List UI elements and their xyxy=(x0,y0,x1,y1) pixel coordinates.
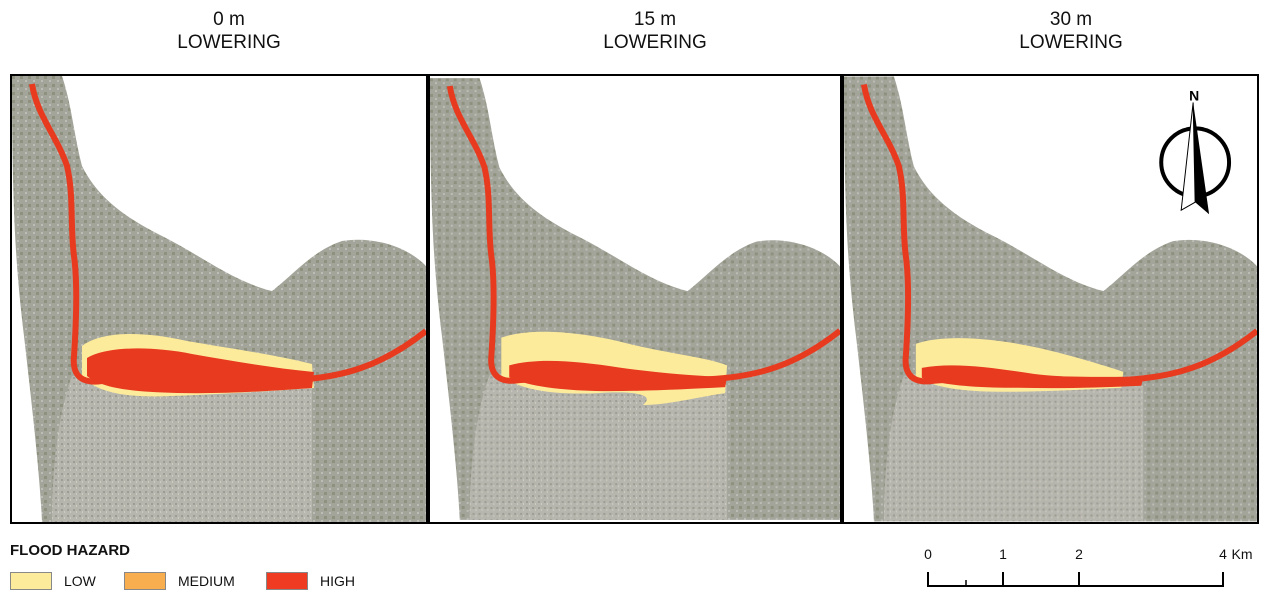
panel-value-1: 15 m xyxy=(633,9,677,30)
panel-title-2: 30 m LOWERING xyxy=(921,8,1221,54)
map-2: N xyxy=(844,76,1257,522)
legend-label-medium: MEDIUM xyxy=(178,573,235,589)
scale-tick-1: 1 xyxy=(999,546,1007,562)
scale-tick-4: 4 xyxy=(1219,546,1227,562)
map-divider-2 xyxy=(840,76,844,522)
legend-swatch-low xyxy=(10,572,52,590)
panel-title-1: 15 m LOWERING xyxy=(505,8,805,54)
scale-bar-line xyxy=(927,572,1224,587)
legend-label-low: LOW xyxy=(64,573,96,589)
map-0 xyxy=(12,76,426,522)
north-arrow-icon: N xyxy=(1159,87,1232,215)
panel-title-0: 0 m LOWERING xyxy=(79,8,379,54)
panel-value-0: 0 m xyxy=(213,9,245,30)
map-1 xyxy=(430,78,840,520)
panel-label-0: LOWERING xyxy=(177,32,281,53)
legend-item-medium: MEDIUM xyxy=(124,571,235,591)
map-panel-1 xyxy=(430,76,840,522)
legend-item-low: LOW xyxy=(10,571,96,591)
map-frame: N xyxy=(10,74,1259,524)
legend-item-high: HIGH xyxy=(266,571,355,591)
panel-label-1: LOWERING xyxy=(603,32,707,53)
map-panel-0 xyxy=(12,76,426,522)
map-divider-1 xyxy=(426,76,430,522)
scale-tick-0: 0 xyxy=(924,546,932,562)
panel-label-2: LOWERING xyxy=(1019,32,1123,53)
north-letter: N xyxy=(1189,87,1199,103)
map-panel-2: N xyxy=(844,76,1257,522)
panel-value-2: 30 m xyxy=(1049,9,1093,30)
legend-title: FLOOD HAZARD xyxy=(10,542,130,559)
legend-swatch-medium xyxy=(124,572,166,590)
scale-tick-2: 2 xyxy=(1075,546,1083,562)
legend-swatch-high xyxy=(266,572,308,590)
scale-unit: Km xyxy=(1231,546,1253,562)
legend-label-high: HIGH xyxy=(320,573,355,589)
scale-bar: 0 1 2 4 Km xyxy=(920,546,1253,592)
